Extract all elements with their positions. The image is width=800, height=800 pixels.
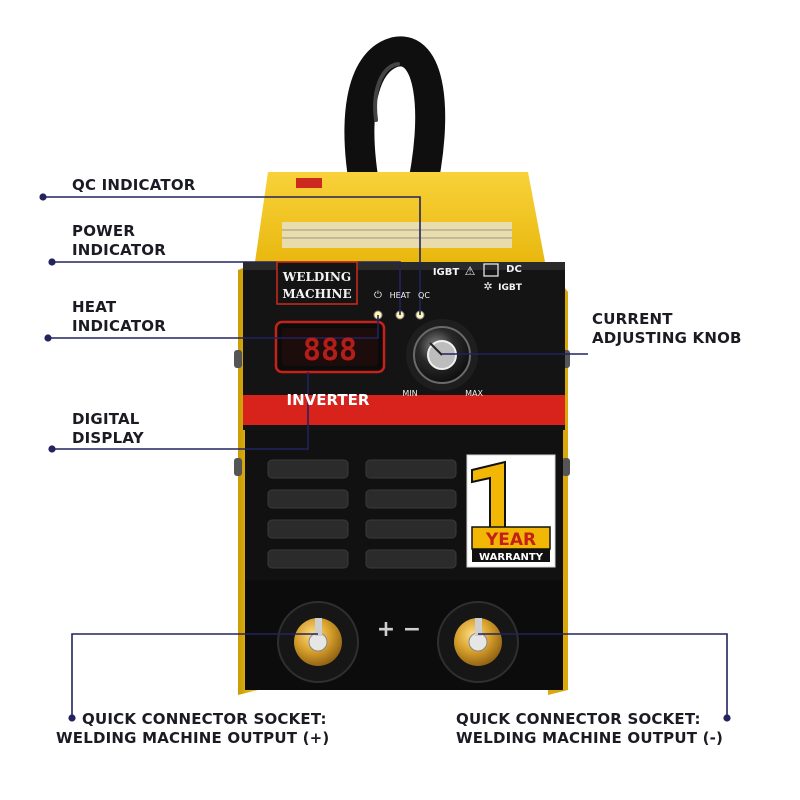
callout-lines [43,196,728,718]
callout-qc-indicator: QC INDICATOR [72,176,196,194]
vent-slot [365,489,457,509]
spec-igbt: IGBT [433,267,460,278]
polarity-plus: + [377,617,395,642]
vent-slot [267,549,349,569]
polarity-minus: − [403,617,421,642]
callout-dots [39,193,731,722]
fan-icon: ✲ [483,280,492,293]
knob-max-label: MAX [465,389,483,398]
panel-name: INVERTER [287,391,370,409]
callout-socket-minus: QUICK CONNECTOR SOCKET: WELDING MACHINE … [456,710,724,747]
display-digits: 888 [303,333,357,368]
current-adjusting-knob[interactable] [406,319,478,391]
socket-minus[interactable] [437,601,519,683]
callout-heat-indicator: HEAT INDICATOR [72,298,166,335]
socket-plus[interactable] [277,601,359,683]
brand-line2: MACHINE [282,287,351,301]
vent-slot [365,549,457,569]
callout-current-knob: CURRENT ADJUSTING KNOB [592,310,742,347]
vent-slot [267,489,349,509]
carry-handle [344,36,446,213]
callout-power-indicator: POWER INDICATOR [72,222,166,259]
warranty-year: YEAR [485,530,536,550]
power-indicator-glyph: ⏻ [374,290,382,301]
heat-indicator-text: HEAT [390,291,411,300]
vent-slot [267,519,349,539]
vent-slot [365,519,457,539]
callout-digital-display: DIGITAL DISPLAY [72,410,144,447]
vent-slot [267,459,349,479]
machine-top-housing [255,172,545,262]
warranty-text: WARRANTY [479,552,544,563]
vent-slot [365,459,457,479]
knob-min-label: MIN [402,389,417,398]
callout-socket-plus: QUICK CONNECTOR SOCKET: WELDING MACHINE … [56,710,330,747]
indicator-leds [373,310,425,320]
warning-icon: ⚠ [465,264,476,278]
transformer-icon [483,263,499,277]
warranty-badge [466,454,556,568]
spec-fan-igbt: IGBT [498,283,523,293]
qc-indicator-text: QC [418,291,430,300]
brand-line1: WELDING [282,270,351,284]
spec-dc: DC [506,264,522,275]
